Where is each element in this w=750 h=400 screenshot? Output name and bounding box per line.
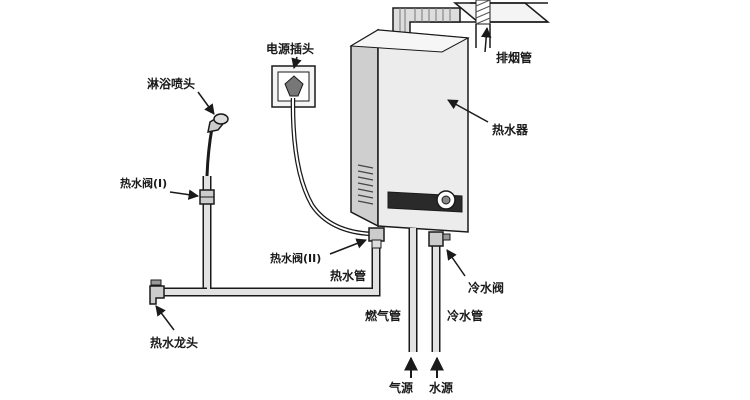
label-gas-pipe: 燃气管 — [365, 308, 401, 323]
hot-valve-1-icon — [199, 189, 215, 205]
hot-water-pipe — [160, 200, 381, 297]
hot-valve-2-icon — [368, 227, 385, 249]
label-hot-tap: 热水龙头 — [150, 335, 198, 350]
label-hot-valve-2: 热水阀(II) — [270, 251, 321, 265]
label-hot-valve-1: 热水阀(I) — [120, 176, 167, 190]
label-cold-valve: 冷水阀 — [468, 280, 504, 295]
label-water-source: 水源 — [429, 380, 453, 395]
label-heater: 热水器 — [492, 122, 529, 137]
leader-arrows — [155, 26, 492, 331]
cold-valve-icon — [428, 231, 451, 247]
label-flue-pipe: 排烟管 — [496, 50, 532, 65]
shower-head-icon — [207, 113, 229, 133]
water-heater-body — [349, 28, 470, 233]
label-shower-head: 淋浴喷头 — [147, 76, 195, 91]
label-hot-pipe: 热水管 — [330, 268, 366, 283]
label-gas-source: 气源 — [388, 380, 413, 395]
heater-dial-icon — [436, 190, 456, 210]
label-power-plug: 电源插头 — [266, 41, 314, 56]
shower-riser — [202, 127, 214, 200]
label-cold-pipe: 冷水管 — [447, 308, 483, 323]
hot-tap-icon — [149, 279, 165, 305]
